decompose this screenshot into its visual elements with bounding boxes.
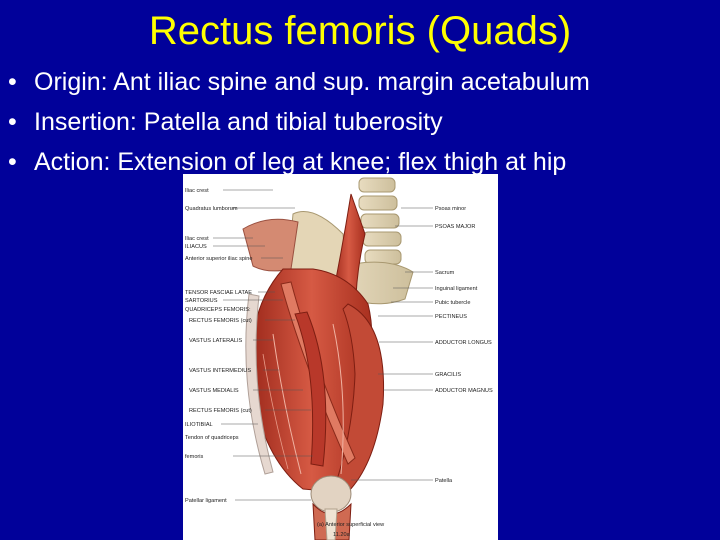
label-adductor-magnus: ADDUCTOR MAGNUS <box>435 388 493 394</box>
left-labels: Iliac crest Quadratus lumborum Iliac cre… <box>185 188 252 504</box>
label-anterior-superior-iliac-spine: Anterior superior iliac spine <box>185 256 252 262</box>
label-tensor-fasciae-latae: TENSOR FASCIAE LATAE <box>185 290 252 296</box>
label-rectus-femoris-cut-lower: RECTUS FEMORIS (cut) <box>189 408 252 414</box>
spine-illustration <box>358 177 402 265</box>
bullet-origin-text: Origin: Ant iliac spine and sup. margin … <box>34 68 590 96</box>
label-vastus-intermedius: VASTUS INTERMEDIUS <box>189 368 251 374</box>
bullet-marker: • <box>8 148 17 176</box>
thigh-muscle-illustration: Iliac crest Quadratus lumborum Iliac cre… <box>185 177 493 540</box>
bullet-list: • Origin: Ant iliac spine and sup. margi… <box>8 62 590 182</box>
label-inguinal-ligament: Inguinal ligament <box>435 286 478 292</box>
figure-number: 11.20a <box>333 532 351 538</box>
label-vastus-lateralis: VASTUS LATERALIS <box>189 338 243 344</box>
bullet-marker: • <box>8 68 17 96</box>
label-patella: Patella <box>435 478 453 484</box>
bullet-insertion: • Insertion: Patella and tibial tuberosi… <box>8 102 590 142</box>
label-sartorius: SARTORIUS <box>185 298 218 304</box>
figure-caption: (a) Anterior superficial view <box>317 522 385 528</box>
leader-lines <box>213 189 433 501</box>
right-labels: Psoas minor PSOAS MAJOR Sacrum Inguinal … <box>435 206 493 484</box>
label-sacrum: Sacrum <box>435 270 455 276</box>
anatomy-figure: Iliac crest Quadratus lumborum Iliac cre… <box>183 174 498 540</box>
bullet-action: • Action: Extension of leg at knee; flex… <box>8 142 590 182</box>
bullet-origin: • Origin: Ant iliac spine and sup. margi… <box>8 62 590 102</box>
label-vastus-medialis: VASTUS MEDIALIS <box>189 388 239 394</box>
label-iliacus: ILIACUS <box>185 244 207 250</box>
label-iliac-crest: Iliac crest <box>185 236 209 242</box>
thigh-muscles <box>245 268 385 493</box>
label-psoas-minor: Psoas minor <box>435 206 466 212</box>
knee-illustration <box>310 475 352 540</box>
label-pubic-tubercle: Pubic tubercle <box>435 300 470 306</box>
label-femoris: femoris <box>185 454 204 460</box>
label-pectineus: PECTINEUS <box>435 314 467 320</box>
label-iliac-crest-top: Iliac crest <box>185 188 209 194</box>
label-patellar-ligament: Patellar ligament <box>185 498 227 504</box>
slide-title: Rectus femoris (Quads) <box>148 9 572 53</box>
bullet-insertion-text: Insertion: Patella and tibial tuberosity <box>34 108 443 136</box>
label-iliotibial: ILIOTIBIAL <box>185 422 213 428</box>
bullet-marker: • <box>8 108 17 136</box>
label-quadriceps-femoris: QUADRICEPS FEMORIS: <box>185 307 251 313</box>
label-gracilis: GRACILIS <box>435 372 461 378</box>
label-quadratus-lumborum: Quadratus lumborum <box>185 206 238 212</box>
label-tendon-of-quadriceps: Tendon of quadriceps <box>185 435 239 441</box>
label-adductor-longus: ADDUCTOR LONGUS <box>435 340 492 346</box>
bullet-action-text: Action: Extension of leg at knee; flex t… <box>34 148 567 176</box>
label-rectus-femoris-cut-upper: RECTUS FEMORIS (cut) <box>189 318 252 324</box>
label-psoas-major: PSOAS MAJOR <box>435 224 475 230</box>
